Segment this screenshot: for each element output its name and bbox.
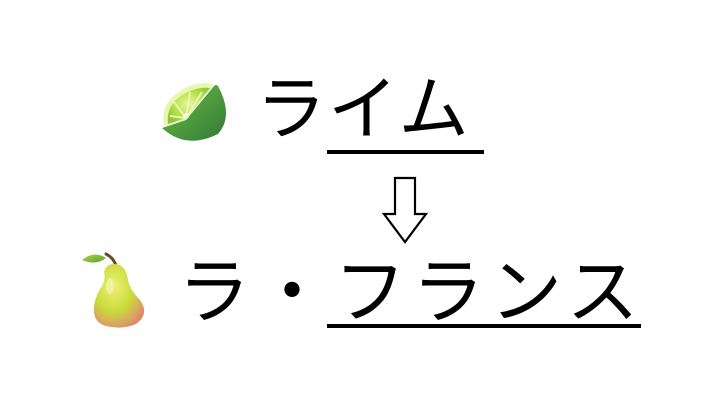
pear-icon xyxy=(82,252,145,328)
down-arrow-icon xyxy=(381,176,429,244)
word-la-france: ラ・フランス xyxy=(178,250,645,334)
word-lime: ライム xyxy=(256,68,471,150)
underline-lime xyxy=(327,150,484,154)
underline-la-france xyxy=(327,324,641,328)
lime-icon xyxy=(162,83,226,141)
